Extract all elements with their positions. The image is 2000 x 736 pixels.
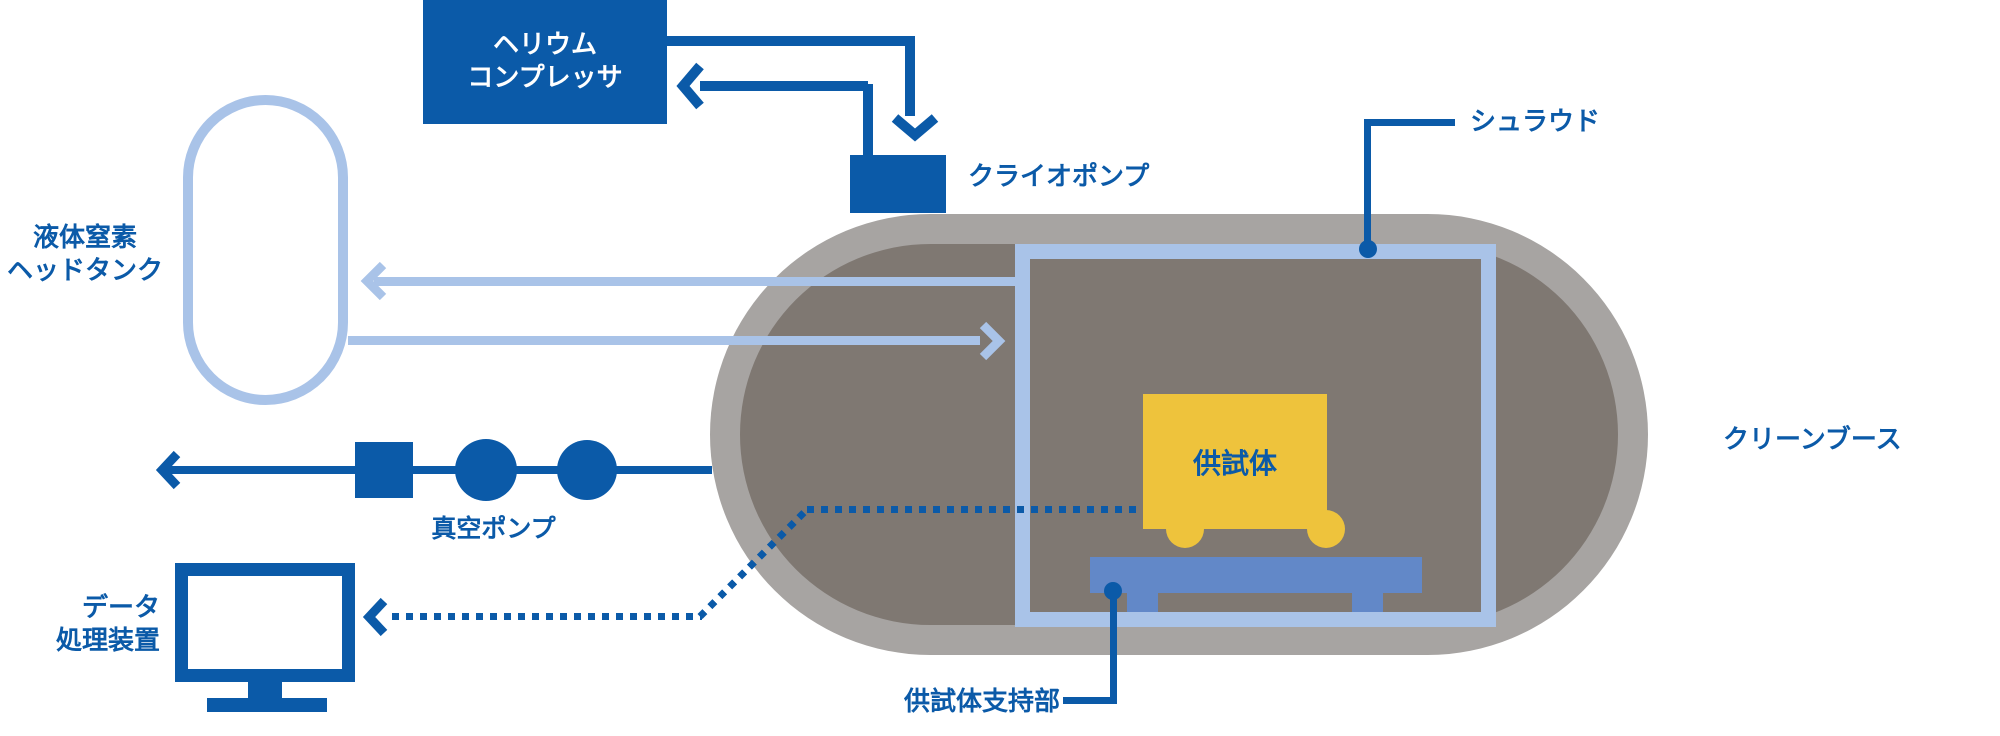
arrow-left-icon bbox=[676, 62, 704, 110]
cryo-pump-box bbox=[850, 155, 946, 213]
arrow-left-light-icon bbox=[360, 261, 387, 301]
shroud-anchor-dot bbox=[1359, 240, 1377, 258]
support-leader-v bbox=[1110, 591, 1117, 700]
valve-square-icon bbox=[355, 442, 413, 498]
shroud-leader-h bbox=[1368, 119, 1455, 126]
helium-supply-line-v bbox=[905, 36, 915, 116]
ln2-tank-label-line1: 液体窒素 bbox=[32, 223, 137, 253]
arrow-down-icon bbox=[891, 114, 939, 142]
vacuum-pump-label: 真空ポンプ bbox=[431, 514, 556, 543]
data-line-upper bbox=[807, 506, 1140, 513]
helium-supply-line-h bbox=[660, 36, 910, 46]
arrow-left-vacuum-icon bbox=[156, 450, 181, 490]
shroud-label: シュラウド bbox=[1470, 107, 1601, 137]
arrow-right-light-icon bbox=[979, 321, 1006, 361]
support-platform-leg-right bbox=[1352, 593, 1383, 612]
support-platform-leg-left bbox=[1127, 593, 1158, 612]
data-processor-label: データ 処理装置 bbox=[18, 592, 160, 658]
specimen-box: 供試体 bbox=[1143, 394, 1327, 529]
specimen-label: 供試体 bbox=[1192, 446, 1277, 480]
support-platform-bar bbox=[1090, 557, 1422, 593]
data-processor-label-line1: データ bbox=[81, 593, 160, 623]
monitor-screen bbox=[188, 576, 342, 669]
monitor-stand-neck bbox=[248, 682, 282, 698]
cryo-pump-label: クライオポンプ bbox=[968, 162, 1150, 192]
data-processor-label-line2: 処理装置 bbox=[55, 626, 160, 656]
specimen-support-label: 供試体支持部 bbox=[903, 687, 1060, 717]
ln2-supply-line bbox=[348, 336, 980, 345]
pump-circle-left-icon bbox=[455, 439, 517, 501]
helium-compressor-box: ヘリウム コンプレッサ bbox=[423, 0, 667, 124]
helium-return-line-h bbox=[700, 81, 868, 91]
support-leader-h bbox=[1063, 697, 1117, 704]
helium-compressor-label-line2: コンプレッサ bbox=[467, 63, 623, 93]
helium-return-line-v bbox=[863, 84, 873, 155]
helium-compressor-label-line1: ヘリウム bbox=[492, 30, 597, 60]
monitor-stand-base bbox=[207, 698, 327, 712]
shroud-frame bbox=[1015, 244, 1496, 627]
pump-circle-right-icon bbox=[557, 440, 617, 500]
monitor-icon bbox=[175, 563, 355, 682]
clean-booth-label: クリーンブース bbox=[1723, 425, 1902, 455]
shroud-leader-v bbox=[1364, 119, 1371, 249]
vacuum-line bbox=[168, 466, 712, 474]
ln2-tank-label: 液体窒素 ヘッドタンク bbox=[0, 222, 170, 288]
ln2-return-line bbox=[374, 277, 1015, 286]
data-line-lower bbox=[392, 613, 702, 620]
arrow-left-data-icon bbox=[363, 597, 388, 637]
ln2-head-tank bbox=[183, 95, 348, 405]
ln2-tank-label-line2: ヘッドタンク bbox=[6, 256, 163, 286]
